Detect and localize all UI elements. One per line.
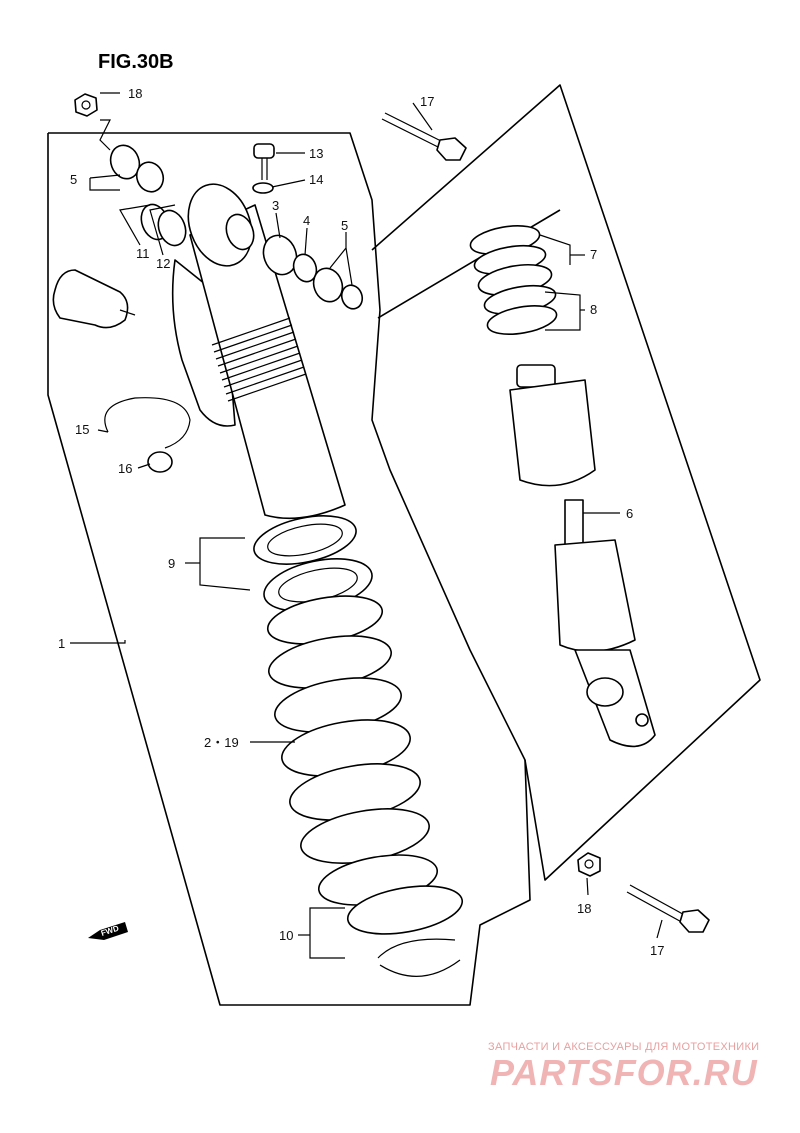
damper-rod-6 xyxy=(509,364,656,748)
label-15: 15 xyxy=(75,422,89,437)
label-7: 7 xyxy=(590,247,597,262)
figure-title: FIG.30B xyxy=(98,51,174,73)
body-threads xyxy=(211,317,307,402)
nut-18-bottom xyxy=(577,852,601,877)
watermark-logo: PARTSFOR.RU xyxy=(490,1052,758,1093)
label-18-top: 18 xyxy=(128,86,142,101)
label-4: 4 xyxy=(303,213,310,228)
collar-5-left xyxy=(109,144,165,193)
label-12: 12 xyxy=(156,256,170,271)
watermark: ЗАПЧАСТИ И АКСЕССУАРЫ ДЛЯ МОТОТЕХНИКИ PA… xyxy=(488,1041,759,1093)
circlip-15 xyxy=(104,397,191,449)
spring-seat-upper xyxy=(253,515,357,565)
callout-labels: 18 17 13 14 5 3 4 5 11 12 7 8 15 16 6 9 … xyxy=(58,86,664,958)
assembly-boundary-main xyxy=(47,132,531,1006)
label-5-left: 5 xyxy=(70,172,77,187)
label-13: 13 xyxy=(309,146,323,161)
ring-4 xyxy=(292,253,318,283)
rubber-boot-left xyxy=(52,269,136,329)
label-9: 9 xyxy=(168,556,175,571)
damper-bump-rubbers xyxy=(469,225,558,335)
label-17-bottom: 17 xyxy=(650,943,664,958)
cap-16 xyxy=(147,451,173,473)
label-10: 10 xyxy=(279,928,293,943)
label-11: 11 xyxy=(136,246,150,261)
label-3: 3 xyxy=(272,198,279,213)
label-8: 8 xyxy=(590,302,597,317)
leader-lines xyxy=(70,92,663,959)
shock-body xyxy=(187,183,346,520)
label-6: 6 xyxy=(626,506,633,521)
seals-11-12 xyxy=(140,203,187,247)
bolt-13 xyxy=(253,143,275,180)
nut-18-top xyxy=(74,93,98,117)
spring-stopper xyxy=(346,885,464,977)
label-17-top: 17 xyxy=(420,94,434,109)
label-18-bottom: 18 xyxy=(577,901,591,916)
bolt-17-top xyxy=(381,112,467,161)
collar-5-right xyxy=(312,267,364,310)
coil-spring xyxy=(266,595,439,906)
fwd-arrow-badge: FWD xyxy=(88,922,128,940)
label-14: 14 xyxy=(309,172,323,187)
label-16: 16 xyxy=(118,461,132,476)
label-1: 1 xyxy=(58,636,65,651)
label-2-19: 2・19 xyxy=(204,735,239,750)
label-5-right: 5 xyxy=(341,218,348,233)
bushing-3 xyxy=(262,234,298,276)
washer-14 xyxy=(252,182,274,194)
bolt-17-bottom xyxy=(626,884,710,933)
watermark-caption: ЗАПЧАСТИ И АКСЕССУАРЫ ДЛЯ МОТОТЕХНИКИ xyxy=(488,1041,759,1053)
